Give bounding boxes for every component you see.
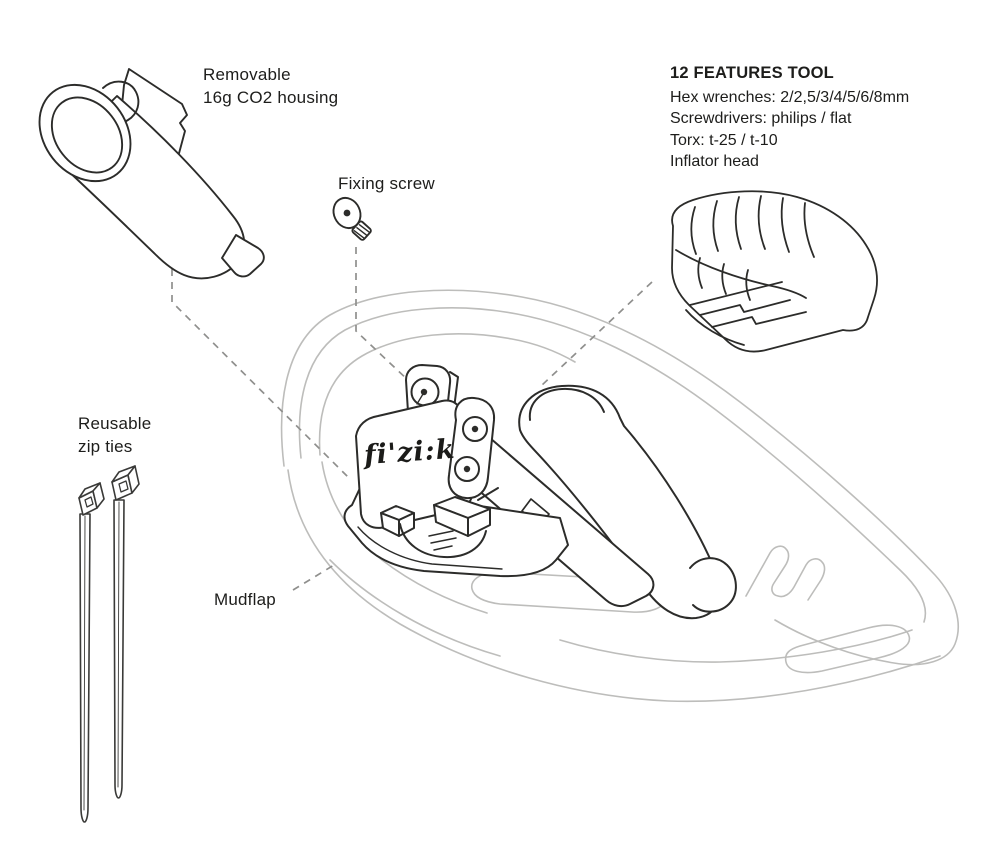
tool-rib-lower (721, 263, 727, 295)
mount-assembly-illustration (343, 364, 737, 620)
boss-upper-dot (471, 425, 479, 433)
tool-rib (712, 200, 719, 252)
saddle-outer-edge (280, 289, 959, 666)
screw-thread (356, 227, 368, 236)
tool-rib (734, 196, 742, 250)
saddle-rail-guide (745, 545, 826, 601)
features-tool-line: Inflator head (670, 153, 759, 170)
leader-housing (171, 230, 350, 479)
label-co2-housing: Removable 16g CO2 housing (203, 63, 338, 109)
fizik-logo: fi'zi:k (363, 433, 457, 472)
tool-rib (757, 195, 766, 250)
tab-screw-slot (416, 393, 424, 405)
tool-rib-lower (697, 257, 703, 289)
leader-lines (171, 230, 653, 591)
zip-ties-illustration (78, 465, 140, 823)
bracket-boss-plate (447, 396, 496, 500)
features-tool-block: 12 FEATURES TOOL Hex wrenches: 2/2,5/3/4… (670, 63, 909, 173)
tool-rib (803, 202, 815, 258)
co2-housing-illustration (38, 68, 265, 280)
clip-side (467, 508, 491, 537)
co2-cartridge-cap-line (528, 387, 605, 421)
tool-rib-lower (745, 269, 751, 301)
zip-tie-left (78, 482, 105, 823)
tool-rib (780, 197, 790, 253)
housing-nozzle (221, 234, 265, 278)
saddle-cavity-bottom (321, 461, 488, 614)
mudflap-hatch-lines (428, 530, 457, 551)
tool-key-shaft (689, 281, 783, 306)
hatch (430, 537, 457, 544)
label-co2-housing-line1: Removable (203, 65, 291, 84)
tie-head-hole (84, 496, 94, 508)
mudflap-clip-right (433, 496, 491, 537)
hatch (433, 545, 453, 551)
zip-tie-right (111, 465, 140, 799)
tie-strap (113, 499, 125, 799)
boss-lower-dot (463, 465, 471, 473)
hatch (428, 530, 454, 537)
screw-thread (353, 230, 365, 239)
tool-key-shaft (711, 311, 807, 328)
label-zip-ties: Reusable zip ties (78, 412, 151, 458)
boss-lower (454, 456, 480, 482)
saddle-inner-edge (298, 307, 927, 623)
tool-body (671, 190, 878, 353)
tie-head-side (92, 482, 105, 509)
co2-cartridge-valve (689, 557, 737, 613)
tie-head-side (127, 465, 140, 494)
saddle-nose-slot (784, 624, 911, 674)
features-tool-title: 12 FEATURES TOOL (670, 64, 834, 82)
saddle-nose-lower-edge (559, 629, 913, 663)
label-zip-ties-line2: zip ties (78, 437, 133, 456)
saddle-under-shell-line (329, 559, 501, 657)
tool-base-plate (685, 309, 745, 346)
leader-screw (355, 247, 411, 383)
label-mudflap: Mudflap (214, 590, 276, 609)
features-tool-line: Torx: t-25 / t-10 (670, 131, 778, 149)
holder-arm-edge (477, 487, 499, 501)
saddle-bottom-edge (287, 469, 941, 703)
label-fixing-screw: Fixing screw (338, 174, 435, 193)
tie-head-hole (118, 480, 129, 493)
housing-clip (102, 80, 140, 127)
saddle-cavity-top (318, 333, 576, 456)
housing-ring-inner (50, 96, 124, 174)
tab-screw-dot (420, 388, 428, 396)
features-tool-line: Hex wrenches: 2/2,5/3/4/5/6/8mm (670, 88, 910, 106)
multi-tool-illustration (671, 190, 878, 353)
features-tool-line: Screwdrivers: philips / flat (670, 110, 852, 127)
leader-tool (540, 281, 653, 387)
saddle-illustration (280, 289, 959, 703)
boss-upper (462, 416, 488, 442)
fixing-screw-illustration (332, 196, 372, 241)
label-co2-housing-line2: 16g CO2 housing (203, 88, 339, 107)
leader-mudflap (292, 564, 335, 591)
tie-strap-inner (117, 501, 120, 788)
screw-thread (358, 224, 370, 233)
tie-strap-inner (83, 515, 86, 811)
label-zip-ties-line1: Reusable (78, 414, 152, 433)
mudflap-front-edge (357, 526, 503, 570)
screw-center-dot (343, 209, 351, 217)
mudflap-scoop (399, 523, 487, 559)
tie-strap (79, 513, 91, 823)
tool-rib (690, 206, 697, 255)
tool-key-shaft (699, 299, 791, 316)
